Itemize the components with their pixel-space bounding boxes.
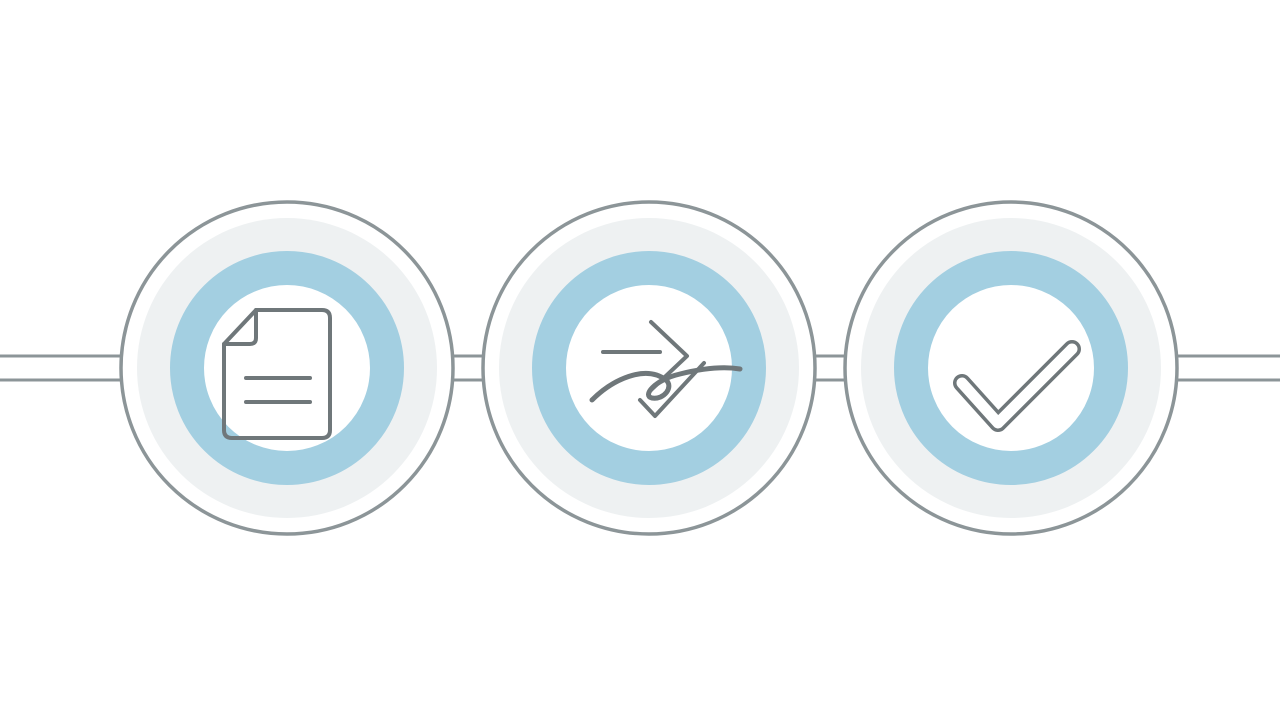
step-ring <box>532 251 766 485</box>
step-ring <box>170 251 404 485</box>
step-sign <box>481 200 817 536</box>
rail-right <box>1174 354 1280 382</box>
step-approve <box>843 200 1179 536</box>
signature-icon <box>589 320 743 418</box>
document-icon <box>222 308 332 440</box>
rail-left <box>0 354 124 382</box>
checkmark-icon <box>953 340 1081 432</box>
step-document <box>119 200 455 536</box>
step-ring <box>894 251 1128 485</box>
